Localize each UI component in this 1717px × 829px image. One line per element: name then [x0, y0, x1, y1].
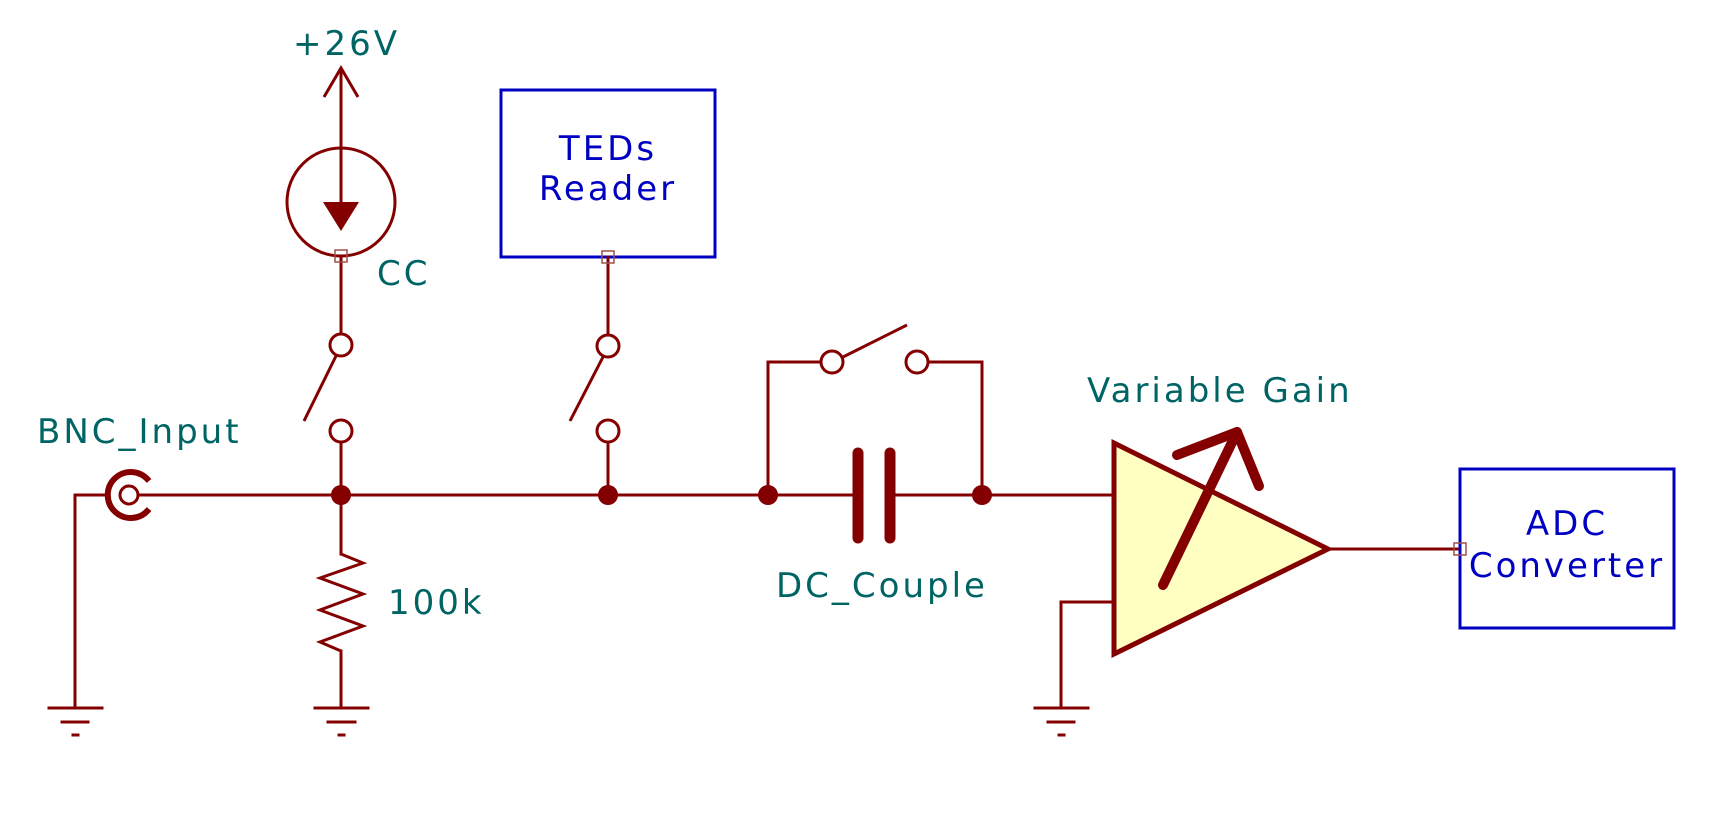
- bnc-label: BNC_Input: [37, 412, 242, 452]
- resistor-label: 100k: [388, 583, 485, 623]
- amplifier-triangle-icon: [1111, 438, 1334, 659]
- teds-reader-line2: Reader: [539, 169, 677, 209]
- teds-switch[interactable]: [568, 333, 621, 497]
- teds-reader-block[interactable]: TEDs Reader: [499, 88, 717, 336]
- switch-blade[interactable]: [568, 356, 605, 422]
- variable-gain-arrowhead: [1172, 427, 1264, 491]
- junction-teds-node: [598, 485, 618, 505]
- ground-symbol-bnc: [47, 706, 104, 737]
- bnc-shield-icon: [104, 469, 152, 521]
- dc-couple-capacitor: DC_Couple: [766, 447, 988, 606]
- capacitor-label: DC_Couple: [776, 566, 988, 606]
- bnc-center-pin: [118, 484, 140, 506]
- power-label: +26V: [293, 24, 400, 64]
- junction-cap-left: [758, 485, 778, 505]
- current-source-label: CC: [377, 254, 430, 294]
- switch-blade[interactable]: [302, 355, 338, 422]
- switch-blade[interactable]: [842, 323, 908, 359]
- current-source: CC: [285, 146, 430, 336]
- pin-marker: [334, 249, 348, 263]
- resistor-zigzag-icon: [315, 552, 368, 653]
- current-direction-arrow-icon: [323, 202, 359, 231]
- pin-marker: [601, 250, 615, 264]
- dc-couple-bypass-switch[interactable]: [766, 323, 984, 497]
- pin-marker: [1453, 542, 1467, 556]
- adc-line1: ADC: [1526, 504, 1608, 544]
- variable-gain-arrow-icon: [1158, 427, 1242, 590]
- resistor-100k: 100k: [315, 493, 485, 710]
- amplifier-label: Variable Gain: [1087, 371, 1353, 411]
- power-symbol-26v: +26V: [293, 24, 400, 152]
- variable-gain-amplifier[interactable]: Variable Gain: [1059, 371, 1462, 710]
- ground-symbol-amplifier: [1033, 706, 1090, 737]
- current-source-switch[interactable]: [302, 332, 354, 497]
- adc-line2: Converter: [1469, 546, 1665, 586]
- adc-converter-block[interactable]: ADC Converter: [1453, 467, 1676, 630]
- bnc-connector: BNC_Input: [37, 412, 343, 710]
- teds-reader-line1: TEDs: [558, 129, 657, 169]
- ground-symbol-resistor: [313, 706, 370, 737]
- power-arrow-icon: [322, 65, 360, 98]
